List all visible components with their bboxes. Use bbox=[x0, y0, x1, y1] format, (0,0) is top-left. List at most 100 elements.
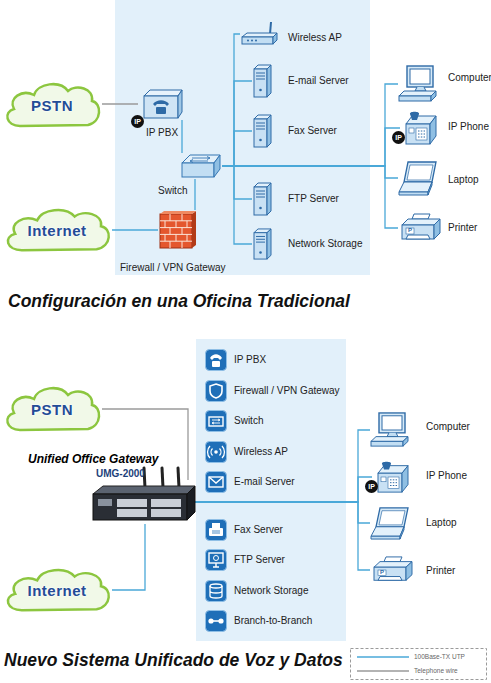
network-cable bbox=[194, 179, 195, 210]
unified-panel bbox=[196, 339, 346, 641]
node-label: FTP Server bbox=[234, 554, 285, 566]
node-label: E-mail Server bbox=[288, 75, 349, 87]
ficon-icon bbox=[205, 380, 227, 402]
laptop: Laptop bbox=[370, 506, 412, 540]
node-label: Wireless AP bbox=[288, 32, 342, 44]
pc-icon bbox=[370, 412, 410, 448]
ficon-icon bbox=[205, 549, 227, 571]
network-cable bbox=[181, 120, 182, 153]
ficon-icon bbox=[205, 519, 227, 541]
node-label: Wireless AP bbox=[234, 446, 288, 458]
node-label: Firewall / VPN Gateway bbox=[234, 385, 340, 397]
network-cable bbox=[222, 166, 252, 199]
legend-text: 100Base-TX UTP bbox=[414, 653, 465, 661]
printer-icon bbox=[398, 213, 442, 243]
server-icon bbox=[252, 64, 272, 98]
node-label: Computer bbox=[426, 421, 470, 433]
fw-icon bbox=[158, 210, 198, 250]
ip-pbx: IP PBX bbox=[138, 88, 184, 120]
laptop: Laptop bbox=[398, 160, 440, 196]
node-label: Unified Office Gateway bbox=[28, 453, 158, 466]
feature-item: Network Storage bbox=[205, 580, 227, 602]
network-cable bbox=[195, 430, 370, 502]
server-icon bbox=[252, 182, 272, 216]
ficon-icon bbox=[205, 349, 227, 371]
network-cable bbox=[222, 34, 240, 166]
network-cable bbox=[222, 166, 398, 228]
caption: Configuración en una Oficina Tradicional bbox=[8, 291, 350, 311]
feature-item: Branch-to-Branch bbox=[205, 610, 227, 632]
telephone-wire bbox=[102, 103, 138, 104]
caption: Nuevo Sistema Unificado de Voz y Datos bbox=[4, 650, 343, 670]
pc-icon bbox=[398, 65, 438, 103]
pbx-icon bbox=[138, 88, 184, 120]
network-cloud: PSTN bbox=[2, 384, 102, 434]
ip-badge: IP bbox=[365, 480, 378, 493]
printer-logo: P bbox=[380, 569, 384, 576]
node-label: Firewall / VPN Gateway bbox=[120, 262, 226, 274]
switch: Switch bbox=[180, 153, 222, 179]
server-icon bbox=[252, 228, 272, 260]
printer: Printer bbox=[398, 213, 442, 243]
node-label: Laptop bbox=[448, 174, 479, 186]
node-label: Branch-to-Branch bbox=[234, 615, 312, 627]
server: FTP Server bbox=[252, 182, 272, 216]
ip-badge: IP bbox=[131, 115, 144, 128]
node-label: IP Phone bbox=[426, 470, 467, 482]
cloud-label: Internet bbox=[2, 566, 112, 614]
printer: Printer bbox=[370, 556, 414, 584]
node-label: Network Storage bbox=[288, 238, 362, 250]
server: E-mail Server bbox=[252, 64, 272, 98]
legend-utp-sample bbox=[357, 656, 409, 657]
gateway-device: Unified Office GatewayUMG-2000 bbox=[93, 480, 195, 524]
network-cable bbox=[112, 229, 158, 230]
network-cloud: Internet bbox=[2, 206, 112, 254]
sw-icon bbox=[180, 153, 222, 179]
ip-phone: IP Phone bbox=[372, 460, 410, 494]
network-cable bbox=[222, 166, 398, 178]
network-cable bbox=[112, 524, 145, 590]
network-cable bbox=[222, 166, 252, 244]
node-label: E-mail Server bbox=[234, 476, 295, 488]
umg-icon bbox=[93, 480, 195, 524]
node-label: IP PBX bbox=[234, 354, 266, 366]
computer: Computer bbox=[398, 65, 438, 103]
wireless-ap: Wireless AP bbox=[240, 22, 278, 46]
ficon-icon bbox=[205, 441, 227, 463]
ficon-icon bbox=[205, 410, 227, 432]
node-label: FTP Server bbox=[288, 193, 339, 205]
node-label: Switch bbox=[234, 415, 263, 427]
server-icon bbox=[252, 114, 272, 148]
legend-phone-sample bbox=[357, 670, 409, 671]
laptop-icon bbox=[398, 160, 440, 196]
node-label: Laptop bbox=[426, 517, 457, 529]
firewall: Firewall / VPN Gateway bbox=[158, 210, 198, 250]
ficon-icon bbox=[205, 471, 227, 493]
feature-item: IP PBX bbox=[205, 349, 227, 371]
node-label: Fax Server bbox=[288, 125, 337, 137]
node-label: Fax Server bbox=[234, 524, 283, 536]
server: Fax Server bbox=[252, 114, 272, 148]
node-label: Computer bbox=[448, 72, 491, 84]
network-cable bbox=[195, 502, 370, 570]
phone-icon bbox=[400, 110, 438, 146]
node-label: IP Phone bbox=[448, 121, 489, 133]
ip-phone: IP Phone bbox=[400, 110, 438, 146]
feature-item: FTP Server bbox=[205, 549, 227, 571]
network-cable bbox=[222, 131, 252, 166]
cloud-label: Internet bbox=[2, 206, 112, 254]
phone-icon bbox=[372, 460, 410, 494]
node-label: Network Storage bbox=[234, 585, 308, 597]
feature-item: Wireless AP bbox=[205, 441, 227, 463]
node-label: Switch bbox=[158, 185, 187, 197]
storage: Network Storage bbox=[252, 228, 272, 260]
printer-icon bbox=[370, 556, 414, 584]
printer-logo: P bbox=[408, 227, 412, 234]
ficon-icon bbox=[205, 580, 227, 602]
feature-item: Firewall / VPN Gateway bbox=[205, 380, 227, 402]
computer: Computer bbox=[370, 412, 410, 448]
laptop-icon bbox=[370, 506, 412, 540]
cloud-label: PSTN bbox=[2, 384, 102, 434]
feature-item: Switch bbox=[205, 410, 227, 432]
